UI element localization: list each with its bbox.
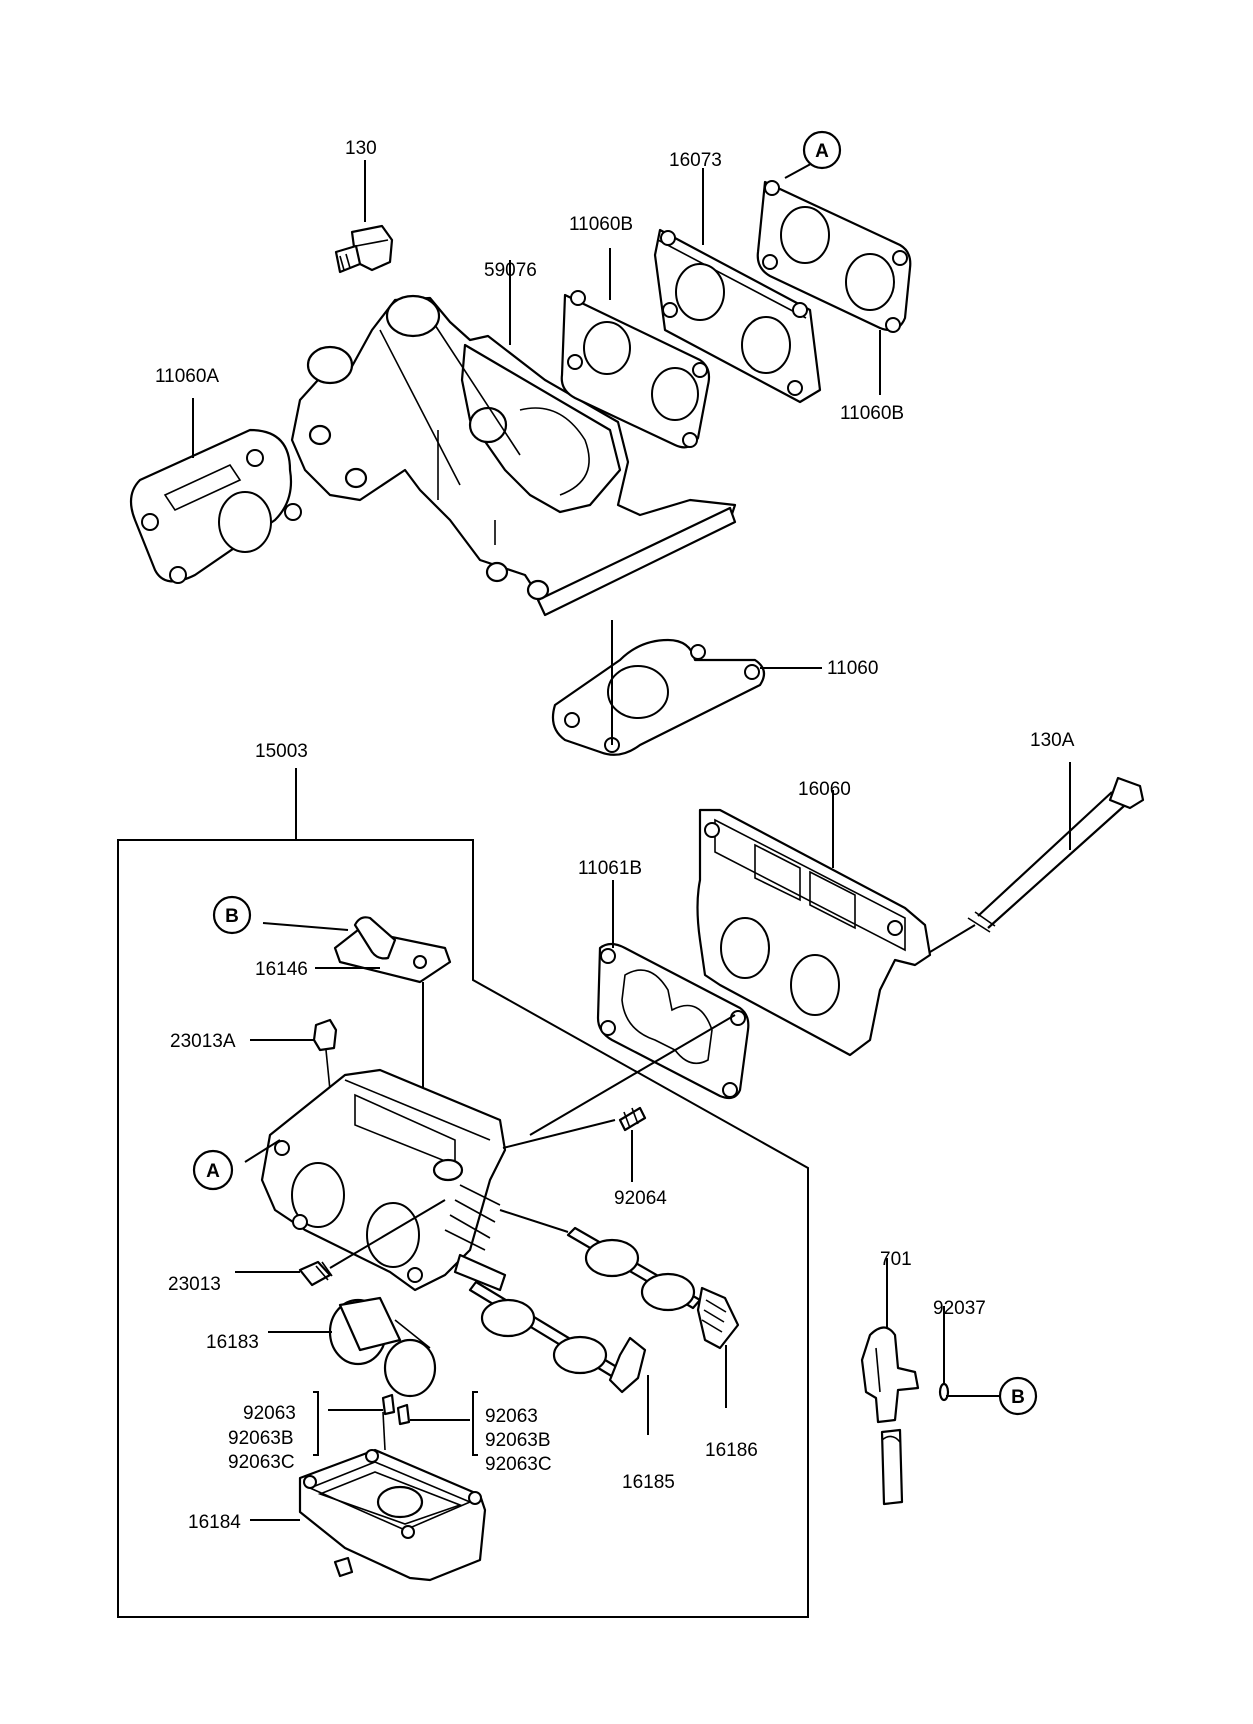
spacer-16073 bbox=[653, 228, 822, 404]
gasket-11060b bbox=[560, 290, 711, 449]
label-16184: 16184 bbox=[188, 1512, 241, 1533]
label-15003: 15003 bbox=[255, 741, 308, 762]
throttle-shaft-16186 bbox=[566, 1226, 740, 1350]
gasket-11060a bbox=[129, 428, 302, 584]
label-92063b-left: 92063B bbox=[228, 1428, 294, 1449]
label-701: 701 bbox=[880, 1249, 912, 1270]
label-11060b-top: 11060B bbox=[569, 214, 633, 235]
label-92063-right: 92063 bbox=[485, 1406, 538, 1427]
bolt-130 bbox=[334, 224, 394, 274]
svg-text:A: A bbox=[815, 141, 829, 162]
float-16183 bbox=[328, 1296, 437, 1398]
label-11061b: 11061B bbox=[578, 858, 642, 879]
ref-circle-a-top: A bbox=[802, 130, 842, 170]
ref-circle-b-right: B bbox=[998, 1376, 1038, 1416]
svg-text:A: A bbox=[206, 1161, 220, 1182]
label-92037: 92037 bbox=[933, 1298, 986, 1319]
choke-shaft-16185 bbox=[468, 1280, 647, 1394]
jet-92063-right bbox=[396, 1403, 411, 1426]
label-92063-left: 92063 bbox=[243, 1403, 296, 1424]
intake-manifold-59076 bbox=[290, 294, 737, 617]
plate-16146 bbox=[333, 916, 452, 984]
assembly-box-15003 bbox=[117, 768, 809, 1618]
svg-text:B: B bbox=[1011, 1387, 1025, 1408]
label-11060b-right: 11060B bbox=[840, 403, 904, 424]
insulator-16060 bbox=[696, 808, 932, 1057]
label-92063b-right: 92063B bbox=[485, 1430, 551, 1451]
label-16073: 16073 bbox=[669, 150, 722, 171]
label-59076: 59076 bbox=[484, 260, 537, 281]
svg-text:B: B bbox=[225, 906, 239, 927]
carburetor-body bbox=[260, 1068, 507, 1292]
label-16146: 16146 bbox=[255, 959, 308, 980]
label-130: 130 bbox=[345, 138, 377, 159]
label-11060: 11060 bbox=[827, 658, 878, 679]
clip-92037 bbox=[938, 1382, 950, 1402]
label-23013a: 23013A bbox=[170, 1031, 236, 1052]
ref-circle-a-left: A bbox=[192, 1149, 234, 1191]
gasket-11060b-outer bbox=[756, 180, 912, 333]
gasket-11061b bbox=[596, 942, 750, 1100]
float-bowl-16184 bbox=[298, 1411, 487, 1582]
jet-92063-left bbox=[381, 1393, 396, 1416]
label-23013: 23013 bbox=[168, 1274, 221, 1295]
gasket-11060 bbox=[551, 638, 766, 756]
label-16060: 16060 bbox=[798, 779, 851, 800]
label-92063c-left: 92063C bbox=[228, 1452, 295, 1473]
ref-circle-b-top: B bbox=[212, 895, 252, 935]
label-16185: 16185 bbox=[622, 1472, 675, 1493]
label-92063c-right: 92063C bbox=[485, 1454, 552, 1475]
screw-23013 bbox=[298, 1260, 333, 1287]
vent-tube-701 bbox=[860, 1326, 920, 1506]
label-16186: 16186 bbox=[705, 1440, 758, 1461]
label-16183: 16183 bbox=[206, 1332, 259, 1353]
label-11060a: 11060A bbox=[155, 366, 219, 387]
label-130a: 130A bbox=[1030, 730, 1075, 751]
spring-92064 bbox=[618, 1106, 647, 1132]
label-92064: 92064 bbox=[614, 1188, 667, 1209]
bolt-130a bbox=[967, 776, 1145, 933]
